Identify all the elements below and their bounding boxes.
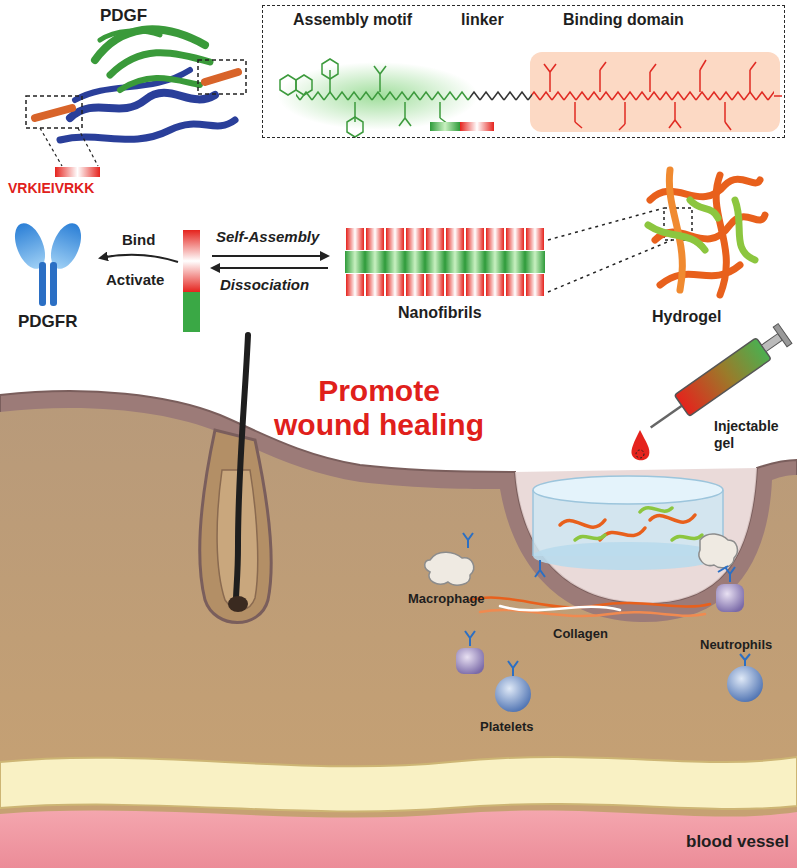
process-label: Bind bbox=[122, 231, 155, 248]
headline-text: Promote wound healing bbox=[270, 374, 488, 442]
protein-name: PDGF bbox=[100, 6, 147, 26]
tissue-label: blood vessel bbox=[686, 832, 789, 852]
sequence-label: VRKIEIVRKK bbox=[8, 180, 94, 196]
cell-label: Neutrophils bbox=[700, 638, 772, 653]
component-label: linker bbox=[461, 11, 504, 29]
cell-label: Platelets bbox=[480, 720, 533, 735]
tissue-label: Collagen bbox=[553, 627, 608, 642]
structure-label: Nanofibrils bbox=[398, 304, 482, 322]
process-label: Activate bbox=[106, 271, 164, 288]
peptide-structure-box: Assembly motif linker Binding domain bbox=[262, 5, 785, 138]
process-label: Dissociation bbox=[220, 276, 309, 293]
cell-label: Macrophage bbox=[408, 592, 485, 607]
tool-label: Injectable gel bbox=[714, 418, 792, 452]
process-label: Self-Assembly bbox=[216, 228, 319, 245]
component-label: Assembly motif bbox=[293, 11, 412, 29]
structure-label: Hydrogel bbox=[652, 308, 721, 326]
component-label: Binding domain bbox=[563, 11, 684, 29]
receptor-name: PDGFR bbox=[18, 312, 78, 332]
